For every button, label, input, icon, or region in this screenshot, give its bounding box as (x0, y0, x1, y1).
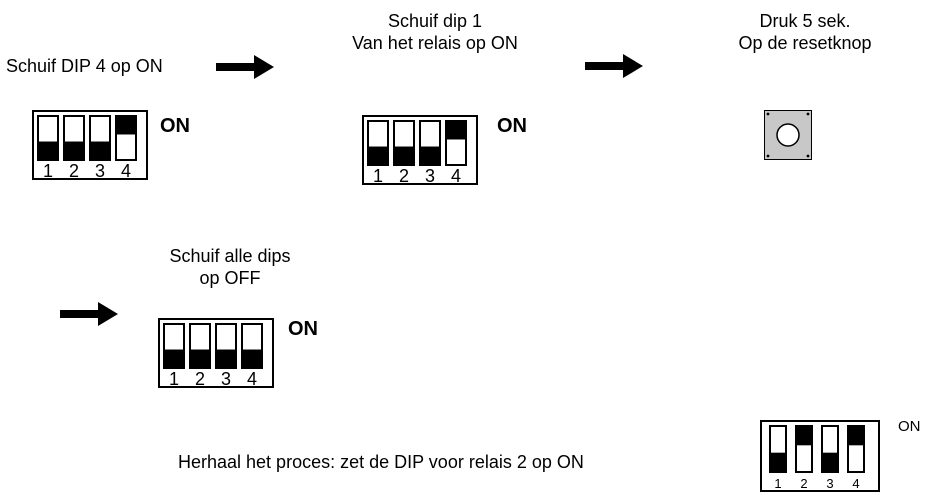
dip-switch-3: 3 (215, 323, 237, 388)
dip-number-4: 4 (852, 476, 859, 491)
on-label-step4: ON (288, 318, 318, 340)
right-arrow-icon (216, 55, 274, 79)
step3-instruction: Druk 5 sek. Op de resetknop (690, 10, 920, 54)
dip-switch-3: 3 (821, 425, 839, 491)
right-arrow-icon (585, 54, 643, 78)
dip-number-1: 1 (169, 369, 179, 388)
dip-number-4: 4 (247, 369, 257, 388)
dip-number-2: 2 (800, 476, 807, 491)
dip-number-3: 3 (95, 161, 105, 180)
dip-switch-1: 1 (367, 120, 389, 185)
dip-number-1: 1 (774, 476, 781, 491)
step2-instruction: Schuif dip 1 Van het relais op ON (310, 10, 560, 54)
on-label-step2: ON (497, 115, 527, 137)
dip-switch-1: 1 (37, 115, 59, 180)
step4-line1: Schuif alle dips (169, 246, 291, 266)
step4-instruction: Schuif alle dips op OFF (130, 245, 330, 289)
step3-line1: Druk 5 sek. (759, 11, 851, 31)
step3-line2: Op de resetknop (738, 33, 872, 53)
dip-switch-2: 2 (795, 425, 813, 491)
dip-switch-4: 4 (847, 425, 865, 491)
reset-button-icon (764, 110, 812, 160)
dip-number-2: 2 (195, 369, 205, 388)
dip-number-3: 3 (826, 476, 833, 491)
dip-switch-2: 2 (393, 120, 415, 185)
dip-switch-4: 4 (241, 323, 263, 388)
dip-switch-3: 3 (89, 115, 111, 180)
dip-number-3: 3 (221, 369, 231, 388)
step2-line2: Van het relais op ON (352, 33, 518, 53)
dip-switch-3: 3 (419, 120, 441, 185)
dip-switch-4: 4 (445, 120, 467, 185)
dip-number-1: 1 (43, 161, 53, 180)
dip-number-2: 2 (69, 161, 79, 180)
dip-number-3: 3 (425, 166, 435, 185)
dip-number-4: 4 (121, 161, 131, 180)
dip-switch-2: 2 (63, 115, 85, 180)
dip-number-1: 1 (373, 166, 383, 185)
dip-number-2: 2 (399, 166, 409, 185)
dip-number-4: 4 (451, 166, 461, 185)
on-label-step1: ON (160, 115, 190, 137)
dip-switch-1: 1 (163, 323, 185, 388)
on-label-repeat: ON (898, 418, 921, 435)
dip-switch-repeat: 1 2 3 4 (760, 420, 880, 492)
step2-line1: Schuif dip 1 (387, 11, 483, 31)
dip-switch-2: 2 (189, 323, 211, 388)
right-arrow-icon (60, 302, 118, 326)
dip-switch-4: 4 (115, 115, 137, 180)
step1-instruction: Schuif DIP 4 op ON (6, 56, 163, 76)
step4-line2: op OFF (199, 268, 261, 288)
dip-switch-1: 1 (769, 425, 787, 491)
repeat-instruction: Herhaal het proces: zet de DIP voor rela… (178, 452, 584, 472)
